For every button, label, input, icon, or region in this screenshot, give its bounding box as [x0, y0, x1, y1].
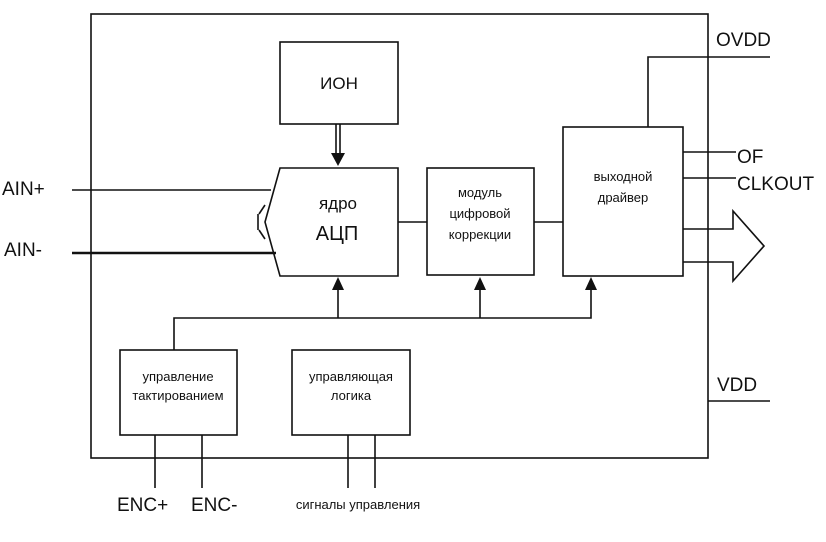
adc-core-label-line2: АЦП [316, 223, 359, 245]
vdd-pin: VDD [708, 375, 770, 402]
output-driver-label-line2: драйвер [598, 190, 649, 205]
clock-bus [173, 277, 597, 350]
control-logic-block: управляющая логика [291, 349, 411, 436]
output-driver-label-line1: выходной [594, 169, 653, 184]
enc-plus-pin: ENC+ [117, 435, 168, 516]
control-logic-label-line1: управляющая [309, 369, 393, 384]
ion-block: ИОН [279, 41, 399, 125]
ain-plus-label: AIN+ [2, 179, 45, 200]
clock-control-label-line1: управление [142, 369, 213, 384]
dcm-label-line1: модуль [458, 185, 502, 200]
of-label: OF [737, 147, 763, 168]
enc-plus-label: ENC+ [117, 495, 168, 516]
adc-core-block: ядро АЦП [264, 167, 399, 277]
ain-minus-pin: AIN- [4, 240, 276, 261]
control-signals-label: сигналы управления [296, 497, 420, 512]
ain-minus-label: AIN- [4, 240, 42, 261]
ovdd-pin: OVDD [647, 30, 771, 127]
dcm-label-line3: коррекции [449, 227, 511, 242]
ain-plus-pin: AIN+ [2, 179, 271, 200]
clkout-pin: CLKOUT [683, 174, 814, 195]
clock-control-label-line2: тактированием [132, 388, 223, 403]
control-logic-label-line2: логика [331, 388, 372, 403]
control-signals-pins: сигналы управления [296, 435, 420, 512]
clock-control-block: управление тактированием [119, 349, 238, 436]
ion-label: ИОН [320, 74, 358, 93]
data-output-bus-arrow [683, 208, 766, 284]
output-driver-block: выходной драйвер [562, 126, 684, 277]
ovdd-label: OVDD [716, 30, 771, 51]
vdd-label: VDD [717, 375, 757, 396]
adc-core-label-line1: ядро [319, 194, 357, 213]
enc-minus-pin: ENC- [191, 435, 237, 516]
dcm-block: модуль цифровой коррекции [426, 167, 535, 276]
clkout-label: CLKOUT [737, 174, 814, 195]
dcm-label-line2: цифровой [449, 206, 510, 221]
adc-input-ticks [257, 204, 266, 240]
of-pin: OF [683, 147, 763, 168]
ion-to-adc-connector [331, 124, 345, 166]
enc-minus-label: ENC- [191, 495, 237, 516]
